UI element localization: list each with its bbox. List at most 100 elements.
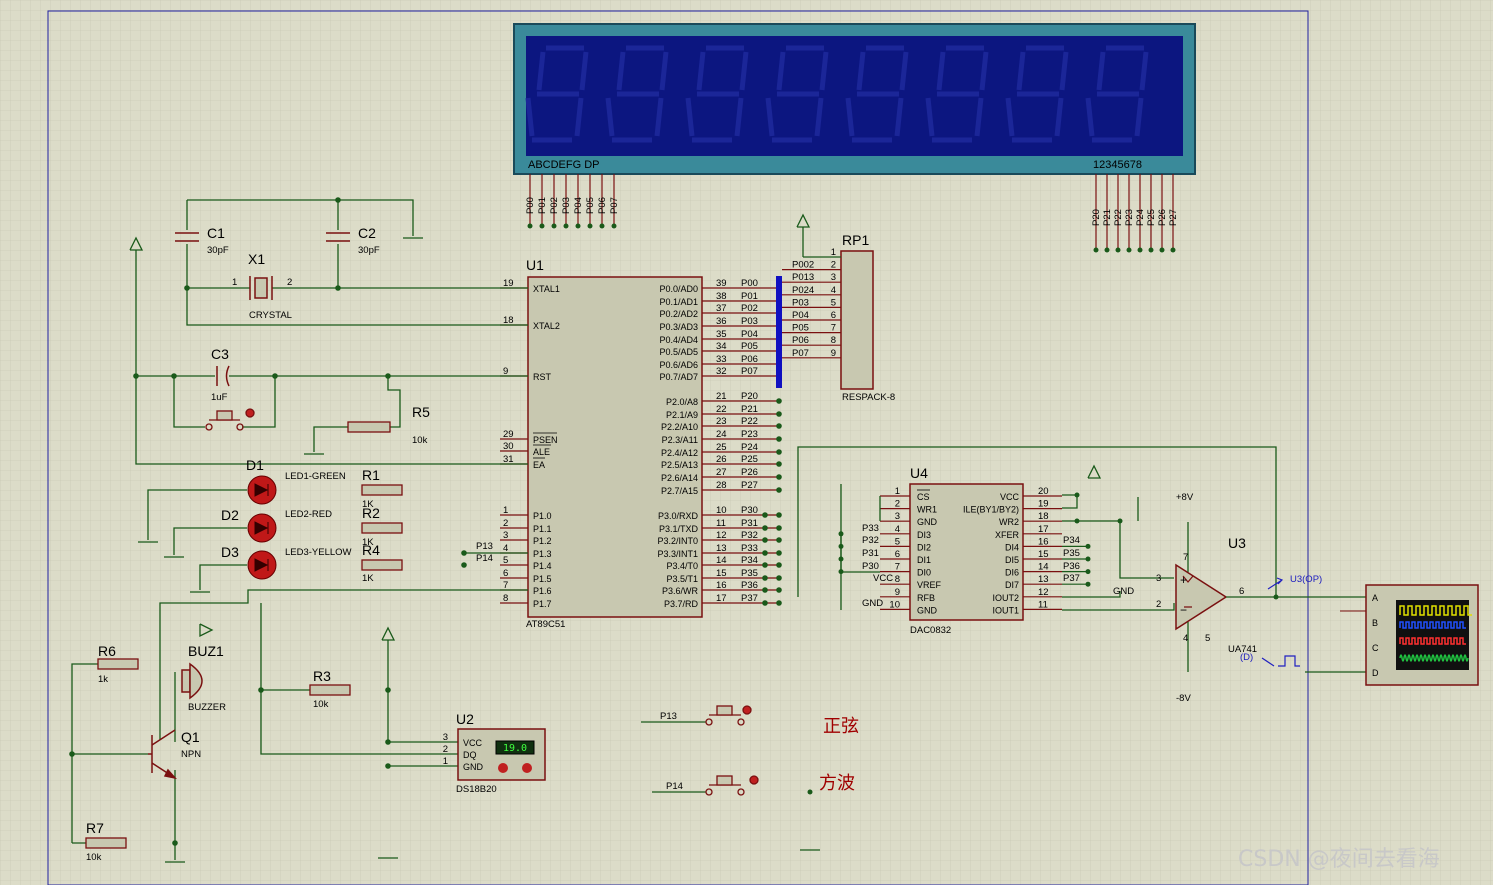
resistor-r1[interactable]	[361, 484, 403, 496]
c1-val: 30pF	[207, 245, 229, 256]
mcu-net-label: P25	[741, 454, 758, 465]
rp1-pin-num: 2	[831, 260, 836, 271]
scope-channel-A: A	[1372, 593, 1378, 603]
dac-u4[interactable]	[909, 483, 1024, 621]
crystal-x1[interactable]	[249, 276, 273, 300]
reset-button[interactable]	[205, 408, 255, 431]
mcu-net-label: P32	[741, 530, 758, 541]
mcu-pin-num: 28	[716, 480, 727, 491]
switch-wiring	[641, 721, 820, 851]
u3-pin2: 2	[1156, 599, 1161, 610]
u4-pin-num: 15	[1038, 549, 1049, 560]
square-button[interactable]	[705, 775, 759, 796]
led-d2[interactable]	[247, 513, 277, 543]
rp1-net-label: P04	[792, 310, 809, 321]
sheet-border	[47, 10, 1309, 885]
mcu-pin-num: 31	[503, 454, 514, 465]
mcu-net-label: P00	[741, 278, 758, 289]
capacitor-c1[interactable]	[175, 232, 199, 242]
junction-dot	[258, 687, 264, 693]
u4-gnd-label: GND	[862, 598, 883, 609]
resistor-r3[interactable]	[309, 684, 351, 696]
u4-net-p37: P37	[1063, 573, 1080, 584]
rp1-pin-num: 3	[831, 272, 836, 283]
u2-pin-name: VCC	[463, 738, 483, 748]
mcu-pin-num: 9	[503, 366, 508, 377]
junction-dot	[171, 373, 177, 379]
watermark: CSDN @夜间去看海	[1238, 847, 1440, 872]
probe-label: U3(OP)	[1290, 574, 1322, 585]
mcu-net-label: P23	[741, 429, 758, 440]
r1-ref: R1	[362, 467, 380, 483]
rp1-net-label: P03	[792, 297, 809, 308]
probe2-label: (D)	[1240, 652, 1253, 663]
r6-ref: R6	[98, 643, 116, 659]
scope-channel-D: D	[1372, 668, 1379, 678]
mcu-pin-name: P1.5	[533, 574, 552, 584]
resistor-r6[interactable]	[97, 658, 139, 670]
oscilloscope[interactable]	[1365, 584, 1479, 686]
u3-ref: U3	[1228, 535, 1246, 551]
mcu-pin-name: P2.2/A10	[661, 422, 698, 432]
d1-ref: D1	[246, 457, 264, 473]
sine-button[interactable]	[705, 705, 752, 726]
mcu-pin-name: XTAL1	[533, 284, 560, 294]
u2-pin-name: GND	[463, 762, 484, 772]
r6-val: 1k	[98, 674, 108, 685]
resistor-r7[interactable]	[85, 837, 127, 849]
led-d1[interactable]	[247, 475, 277, 505]
mcu-pin-num: 8	[503, 593, 508, 604]
digit-5	[845, 45, 909, 143]
seven-segment-display[interactable]: ABCDEFG DP 12345678	[513, 23, 1196, 175]
capacitor-c3[interactable]	[216, 365, 230, 387]
u4-pin-name: GND	[917, 605, 938, 615]
segment-labels: ABCDEFG DP	[528, 159, 600, 171]
mcu-pin-name: P1.3	[533, 549, 552, 559]
led-d3[interactable]	[247, 550, 277, 580]
resistor-r4[interactable]	[361, 559, 403, 571]
mcu-pin-num: 11	[716, 518, 726, 529]
mcu-pin-num: 1	[503, 505, 508, 516]
mcu-pin-num: 33	[716, 354, 727, 365]
u4-pin-num: 3	[895, 511, 900, 522]
scope-channel-B: B	[1372, 618, 1378, 628]
transistor-q1[interactable]	[148, 729, 178, 780]
temp-reading: 19.0	[503, 743, 527, 754]
buzzer-buz1[interactable]	[181, 662, 203, 700]
q1-ref: Q1	[181, 729, 200, 745]
capacitor-c2[interactable]	[326, 232, 350, 242]
resistor-r5[interactable]	[347, 421, 391, 433]
buz1-ref: BUZ1	[188, 643, 224, 659]
mcu-pin-num: 30	[503, 441, 514, 452]
resistor-r2[interactable]	[361, 522, 403, 534]
r5-ref: R5	[412, 404, 430, 420]
mcu-pin-num: 6	[503, 568, 508, 579]
mcu-net-label: P31	[741, 518, 758, 529]
u4-pin-name: XFER	[995, 530, 1020, 540]
r4-ref: R4	[362, 542, 380, 558]
mcu-pin-num: 39	[716, 278, 727, 289]
u4-pin-num: 20	[1038, 486, 1049, 497]
rp1-pin-num: 4	[831, 285, 836, 296]
u4-pin-name: DI5	[1005, 555, 1019, 565]
x1-val: CRYSTAL	[249, 310, 292, 321]
r7-ref: R7	[86, 820, 104, 836]
u4-net-p35: P35	[1063, 548, 1080, 559]
temp-sensor-u2[interactable]: 19.0	[457, 728, 546, 781]
u4-pin-name: CS	[917, 492, 930, 502]
d3-val: LED3-YELLOW	[285, 547, 352, 558]
d2-val: LED2-RED	[285, 509, 332, 520]
u4-net-p31: P31	[862, 548, 879, 559]
junction-dot	[335, 285, 341, 291]
u2-pin-num: 1	[443, 756, 448, 767]
voltage-probe-icon[interactable]	[1267, 577, 1284, 590]
digital-probe-icon[interactable]	[1261, 655, 1300, 667]
mcu-pin-name: P3.7/RD	[664, 599, 699, 609]
u3-pin5: 5	[1205, 633, 1210, 644]
mcu-u1[interactable]: U1 AT89C51	[526, 257, 703, 630]
u4-pin-name: VCC	[1000, 492, 1020, 502]
display-seg-pin-label: P03	[561, 197, 572, 214]
digit-1	[525, 45, 589, 143]
mcu-pin-name: P1.7	[533, 599, 552, 609]
